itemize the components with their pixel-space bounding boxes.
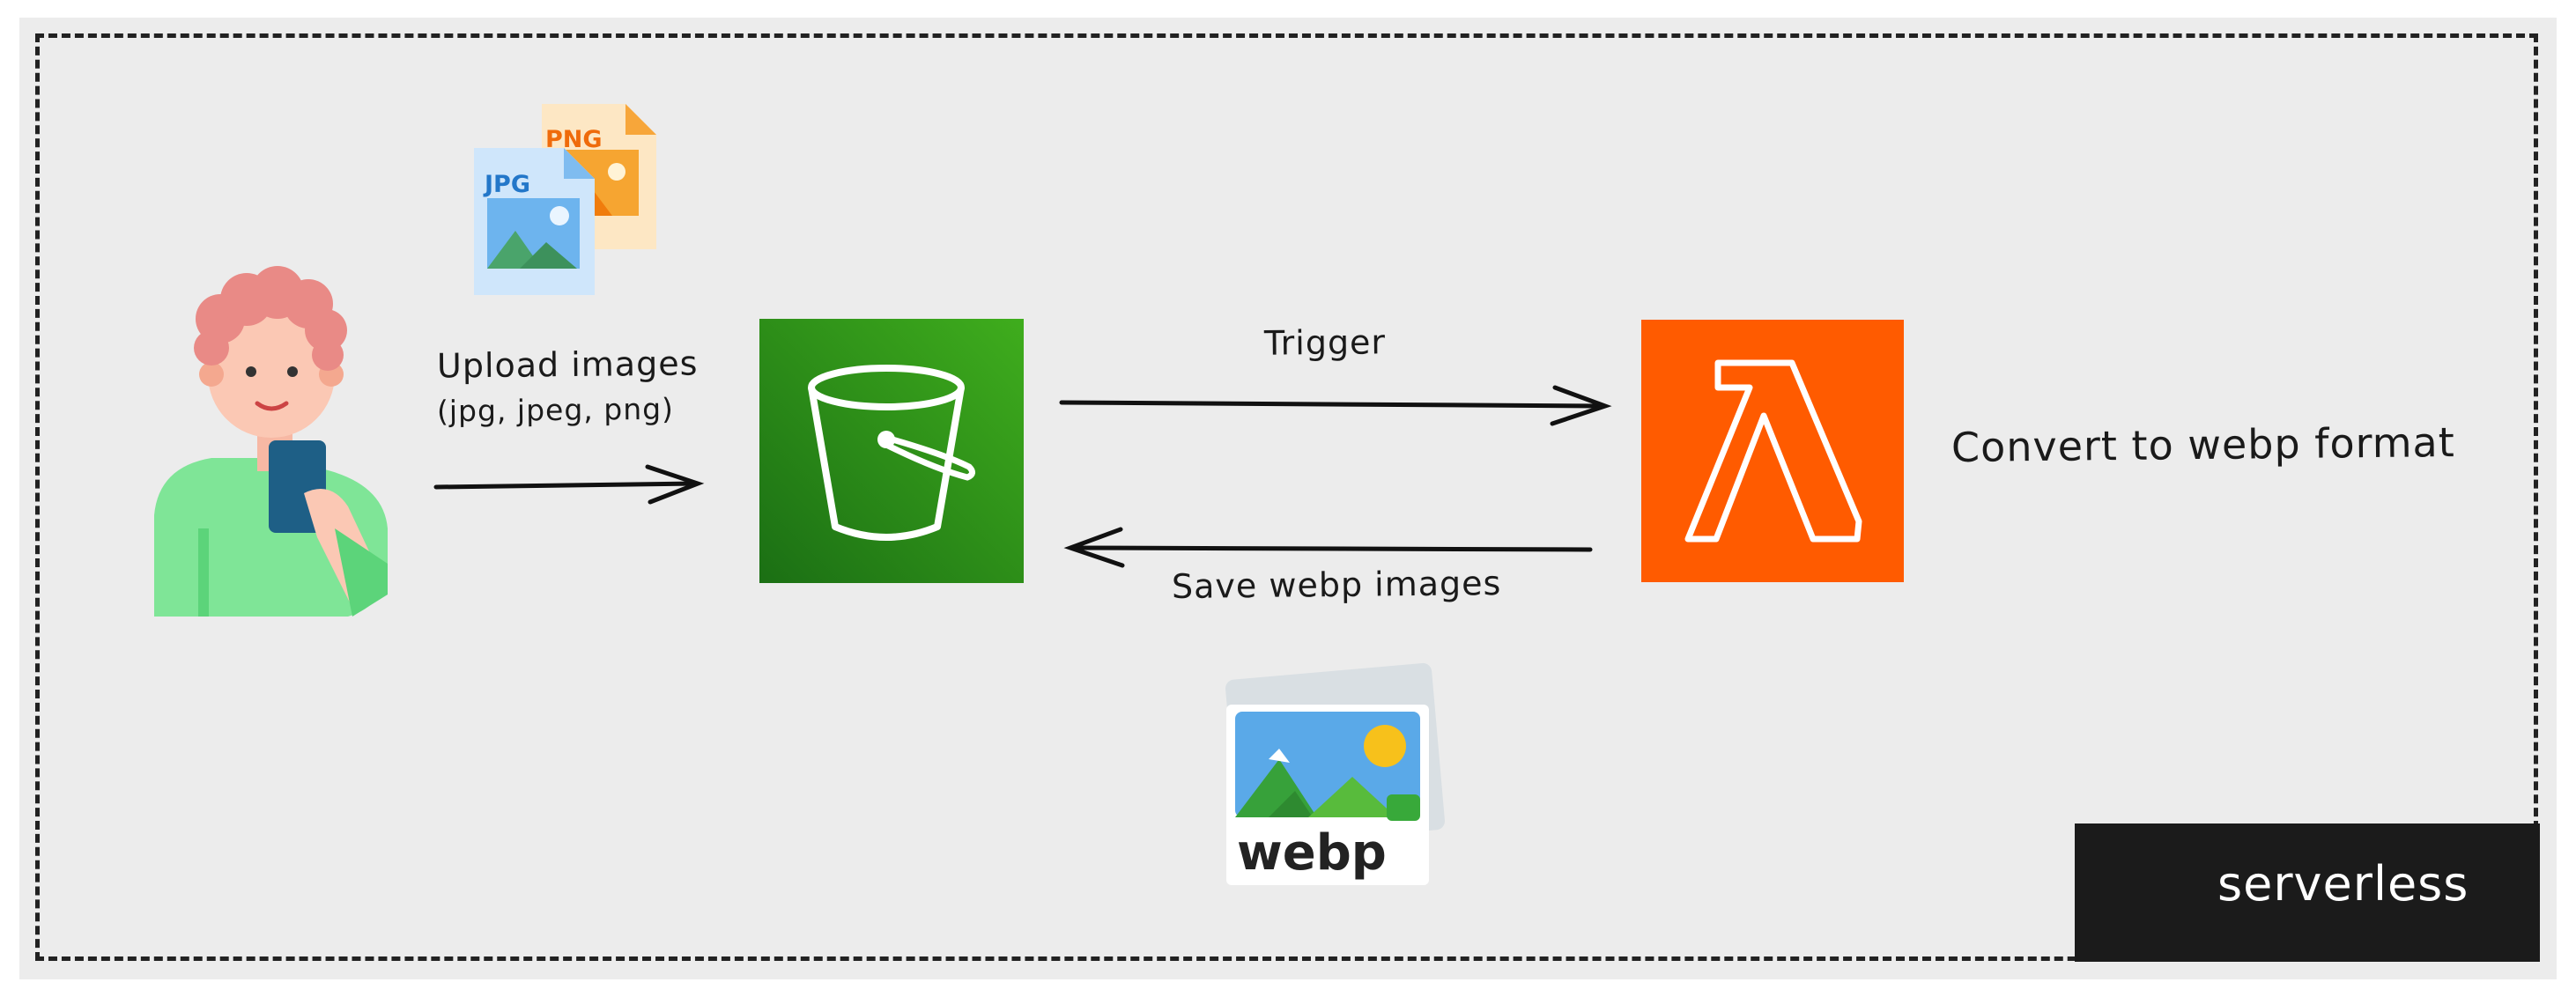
upload-formats-label: (jpg, jpeg, png) (436, 391, 675, 429)
s3-bucket-icon (759, 319, 1024, 583)
dashed-boundary (35, 33, 2538, 961)
convert-label: Convert to webp format (1951, 418, 2456, 471)
upload-arrow (433, 464, 705, 505)
png-file-label: PNG (545, 126, 603, 153)
trigger-arrow (1059, 385, 1612, 426)
webp-icon-label: webp (1237, 824, 1387, 882)
serverless-brand-text: serverless (2217, 856, 2469, 912)
webp-image-icon (1225, 662, 1445, 885)
jpg-file-label: JPG (483, 171, 530, 198)
save-arrow (1063, 527, 1593, 568)
lambda-icon (1641, 320, 1904, 582)
trigger-label: Trigger (1263, 322, 1387, 363)
user-icon (154, 266, 388, 617)
upload-label: Upload images (436, 343, 699, 386)
save-label: Save webp images (1171, 564, 1502, 606)
serverless-badge (2075, 823, 2540, 962)
image-files-icon (474, 104, 656, 295)
